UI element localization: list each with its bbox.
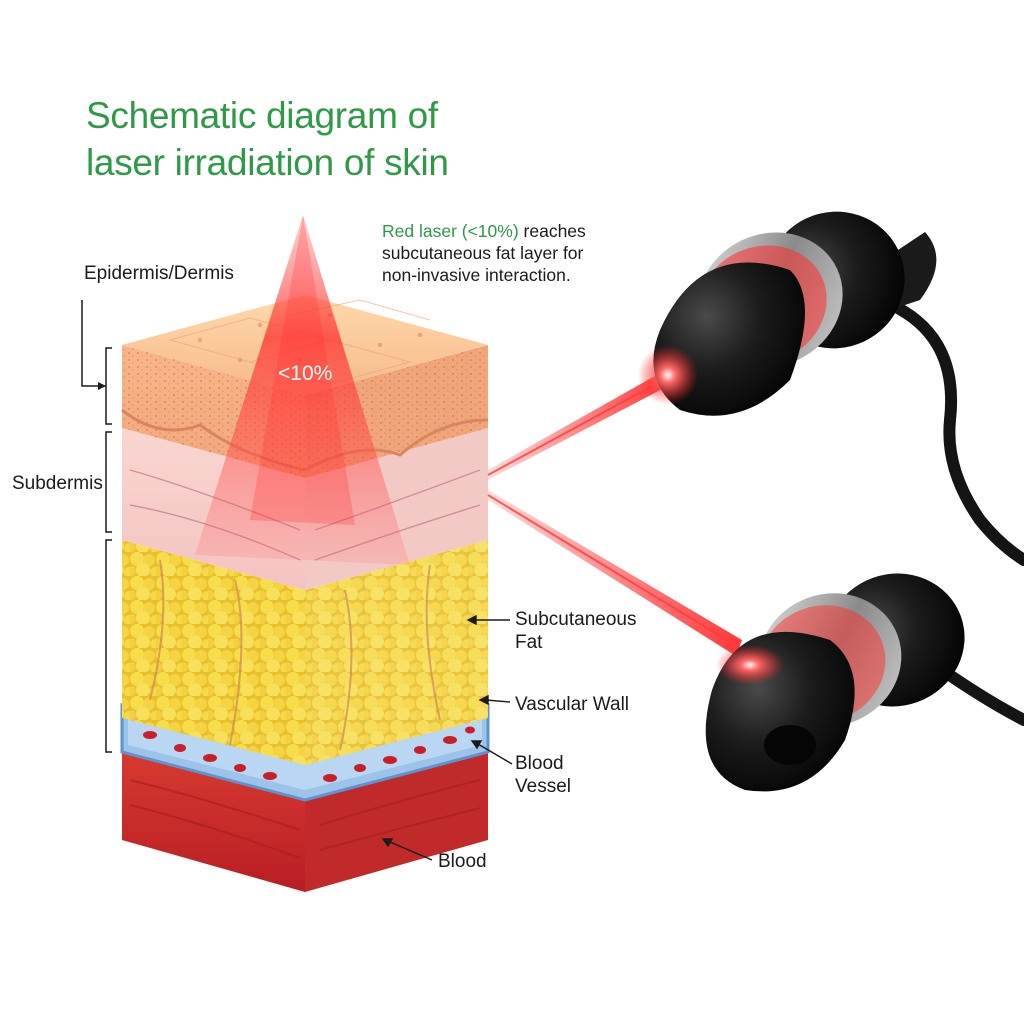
- note-highlight: Red laser (<10%): [382, 221, 519, 241]
- label-blood-vessel: Blood Vessel: [515, 752, 571, 798]
- page-title: Schematic diagram of laser irradiation o…: [86, 92, 686, 186]
- red-blood-cells: [143, 726, 475, 782]
- title-line-1: Schematic diagram of: [86, 95, 438, 136]
- label-epidermis-dermis: Epidermis/Dermis: [84, 263, 234, 284]
- note-line-2: subcutaneous fat layer for: [382, 243, 584, 263]
- label-fat-line-1: Subcutaneous: [515, 609, 637, 630]
- label-vessel-line-1: Blood: [515, 753, 564, 774]
- note-line-1-rest: reaches: [518, 221, 586, 241]
- label-fat-line-2: Fat: [515, 632, 543, 653]
- label-vascular-wall: Vascular Wall: [515, 694, 630, 715]
- earbud-upper: [638, 211, 1024, 566]
- label-subdermis: Subdermis: [12, 473, 103, 494]
- title-line-2: laser irradiation of skin: [86, 142, 449, 183]
- note-line-3: non-invasive interaction.: [382, 265, 571, 285]
- beam-percentage-label: <10%: [278, 362, 333, 385]
- blood-layer-front: [122, 752, 305, 892]
- laser-beam-cone: [195, 215, 410, 565]
- blood-layer-side: [305, 752, 488, 892]
- label-blood: Blood: [438, 851, 487, 872]
- laser-note: Red laser (<10%) reaches subcutaneous fa…: [382, 220, 682, 286]
- fat-layer-front: [122, 540, 305, 765]
- leader-arrows: [381, 614, 513, 861]
- fat-layer-side: [305, 540, 488, 765]
- label-vessel-line-2: Vessel: [515, 776, 571, 797]
- label-subcutaneous-fat: Subcutaneous Fat: [515, 608, 637, 654]
- earbud-lower: [705, 573, 1024, 792]
- label-brackets: [81, 300, 112, 753]
